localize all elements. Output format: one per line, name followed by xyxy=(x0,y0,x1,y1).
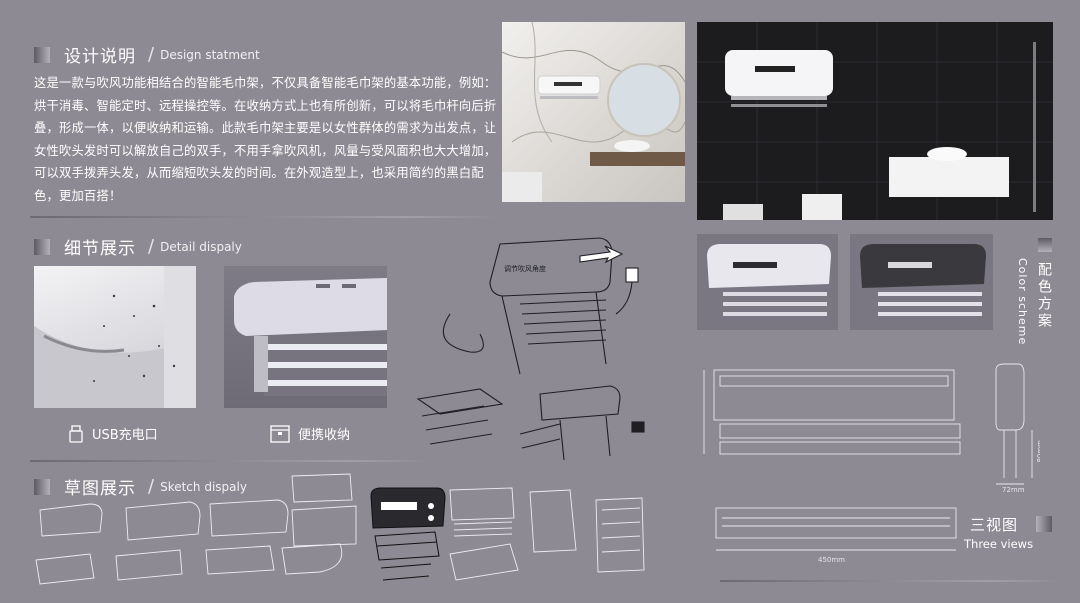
storage-caption: 便携收纳 xyxy=(270,424,350,443)
section-marker-icon xyxy=(34,238,50,255)
section-marker-icon xyxy=(34,478,50,495)
dim-side: 80mm xyxy=(1036,440,1040,463)
sketch-title-en: Sketch dispaly xyxy=(160,479,247,494)
three-views-title-en: Three views xyxy=(964,537,1034,551)
detail-title-en: Detail dispaly xyxy=(160,239,242,254)
three-views-drawing: 206mm 450mm 72mm 80mm xyxy=(700,360,1040,580)
three-views-title-cn: 三视图 xyxy=(970,516,1019,534)
sketch-display-header: 草图展示 / Sketch dispaly xyxy=(34,474,247,499)
color-scheme-title-cn: 配色方案 xyxy=(1036,262,1052,330)
white-variant-photo xyxy=(697,234,838,330)
sketch-title-cn: 草图展示 xyxy=(64,479,136,499)
storage-box-icon xyxy=(270,424,290,443)
bottom-sketch-area xyxy=(30,470,682,590)
foldable-bar-detail-photo xyxy=(224,266,387,408)
design-description: 这是一款与吹风功能相结合的智能毛巾架，不仅具备智能毛巾架的基本功能，例如：烘干消… xyxy=(34,76,497,203)
section-marker-icon xyxy=(34,46,50,63)
usb-icon xyxy=(69,424,83,443)
usb-label: USB充电口 xyxy=(92,428,158,443)
section-marker-icon xyxy=(1036,516,1052,532)
dim-depth: 72mm xyxy=(1002,486,1025,494)
section-divider xyxy=(720,580,1060,582)
dark-bathroom-photo xyxy=(697,22,1053,220)
storage-label: 便携收纳 xyxy=(298,428,351,443)
design-title-cn: 设计说明 xyxy=(64,47,136,67)
middle-sketch-area: 调节吹风角度 xyxy=(410,234,660,466)
usb-port-detail-photo xyxy=(34,266,196,408)
design-title-en: Design statment xyxy=(160,47,260,62)
usb-caption: USB充电口 xyxy=(68,424,158,443)
section-divider xyxy=(30,216,498,218)
marble-bathroom-photo xyxy=(502,22,685,202)
black-variant-photo xyxy=(850,234,993,330)
detail-title-cn: 细节展示 xyxy=(64,239,136,259)
dim-width: 450mm xyxy=(818,556,845,564)
hand-drawn-dryer-sketch xyxy=(370,487,446,581)
color-scheme-title-en: Color scheme xyxy=(1016,258,1029,346)
sketch-annotation: 调节吹风角度 xyxy=(504,265,546,273)
detail-display-header: 细节展示 / Detail dispaly xyxy=(34,234,242,259)
section-divider xyxy=(30,460,430,462)
section-marker-icon xyxy=(1038,238,1052,252)
design-statement-header: 设计说明 / Design statment xyxy=(34,42,260,67)
